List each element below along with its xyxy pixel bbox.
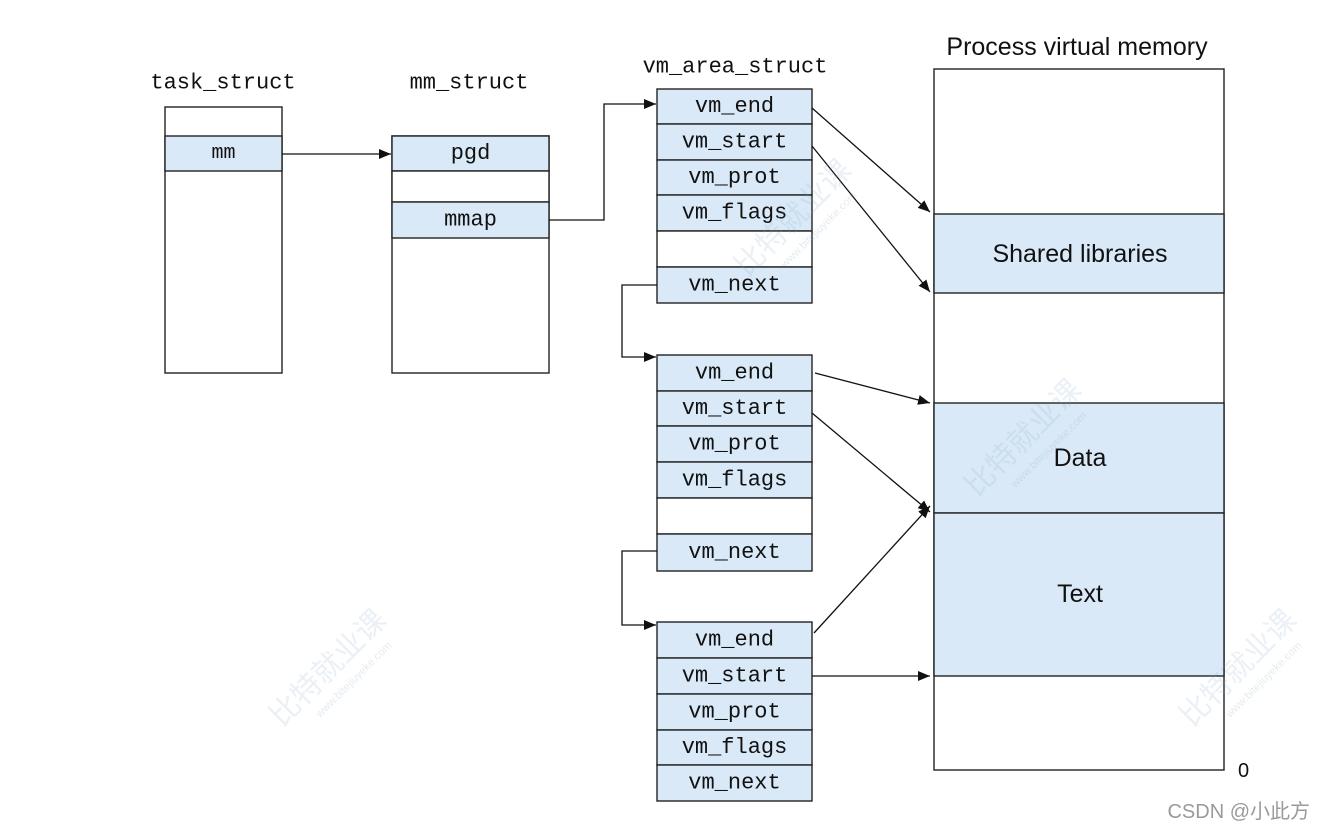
arrow-vm-area-2-start-to-memory — [811, 412, 931, 513]
vm-area-3-vm-prot-cell — [656, 693, 813, 731]
vm-area-3-vm-flags-cell — [656, 729, 813, 766]
task-struct-mm-label: mm — [211, 142, 235, 165]
watermark-credit: CSDN @小此方 — [1167, 800, 1310, 823]
vm-area-1-vm-start-label: vm_start — [682, 130, 788, 155]
vm-area-1-vm-prot-cell — [656, 159, 813, 196]
vm-area-2-vm-next-label: vm_next — [688, 540, 780, 565]
arrows — [282, 99, 931, 681]
vm-area-struct-1: vm_end vm_start vm_prot vm_flags vm_next — [656, 88, 813, 304]
vm-area-3-vm-start-label: vm_start — [682, 664, 788, 689]
vm-area-struct-3: vm_end vm_start vm_prot vm_flags vm_next — [656, 621, 813, 802]
vm-area-1-vm-end-label: vm_end — [695, 94, 774, 119]
vm-area-2-vm-flags-label: vm_flags — [682, 468, 788, 493]
process-virtual-memory-title: Process virtual memory — [946, 33, 1208, 61]
memory-region-shared-libraries-label: Shared libraries — [992, 240, 1167, 268]
mm-struct-mmap-cell — [391, 201, 550, 239]
mm-struct-pgd-label: pgd — [451, 141, 491, 166]
vm-area-2-blank-cell — [656, 497, 813, 535]
vm-area-3-vm-next-label: vm_next — [688, 771, 780, 796]
mm-struct-mmap-label: mmap — [444, 208, 497, 233]
vm-area-2-vm-start-cell — [656, 390, 813, 427]
vm-area-1-vm-prot-label: vm_prot — [688, 165, 780, 190]
arrow-mmap-to-vm-area-1 — [549, 99, 656, 221]
arrow-vm-area-1-end-to-memory — [811, 107, 931, 213]
arrow-vm-area-2-end-to-memory — [814, 372, 931, 405]
arrow-vm-area-3-end-to-memory — [813, 505, 931, 634]
memory-region-shared-libraries — [933, 213, 1225, 294]
mm-struct-pgd-cell — [391, 135, 550, 172]
memory-region-text-label: Text — [1057, 580, 1103, 608]
vm-area-3-vm-flags-label: vm_flags — [682, 735, 788, 760]
low-address-label: 0 — [1238, 760, 1249, 782]
vm-area-3-vm-next-cell — [656, 764, 813, 802]
vm-area-2-vm-prot-cell — [656, 425, 813, 463]
process-virtual-memory: Process virtual memory Shared libraries … — [933, 33, 1249, 782]
task-struct-mm-cell — [164, 135, 283, 172]
mm-struct: mm_struct pgd mmap — [391, 71, 550, 374]
watermark-1: 比特就业课 www.bitejiuyeke.com — [264, 604, 395, 733]
task-struct: task_struct mm — [150, 71, 296, 374]
memory-region-data-label: Data — [1054, 444, 1107, 472]
vm-area-3-vm-start-cell — [656, 657, 813, 695]
vm-area-2-vm-end-label: vm_end — [695, 361, 774, 386]
vm-area-3-vm-prot-label: vm_prot — [688, 700, 780, 725]
vm-area-2-vm-next-cell — [656, 533, 813, 572]
vm-area-1-vm-next-label: vm_next — [688, 273, 780, 298]
vm-area-1-vm-flags-label: vm_flags — [682, 201, 788, 226]
vm-area-struct-2: vm_end vm_start vm_prot vm_flags vm_next — [656, 354, 813, 572]
vm-area-3-vm-end-label: vm_end — [695, 628, 774, 653]
vm-area-2-vm-flags-cell — [656, 461, 813, 499]
memory-region-text — [933, 512, 1225, 677]
vm-area-3-vm-end-cell — [656, 621, 813, 659]
vm-area-2-vm-prot-label: vm_prot — [688, 432, 780, 457]
arrow-vm-area-1-start-to-memory — [811, 145, 931, 293]
memory-region-data — [933, 402, 1225, 514]
task-struct-title: task_struct — [150, 71, 295, 96]
vm-area-1-vm-end-cell — [656, 88, 813, 125]
mm-struct-title: mm_struct — [410, 71, 529, 96]
mm-struct-blank-cell — [391, 170, 550, 203]
arrow-vm-next-2-to-vm-area-3 — [621, 550, 657, 630]
arrow-vm-next-1-to-vm-area-2 — [621, 284, 657, 362]
vm-area-2-vm-start-label: vm_start — [682, 396, 788, 421]
vm-area-1-blank-cell — [656, 230, 813, 268]
vm-area-2-vm-end-cell — [656, 354, 813, 392]
vm-area-struct-title: vm_area_struct — [643, 55, 828, 80]
